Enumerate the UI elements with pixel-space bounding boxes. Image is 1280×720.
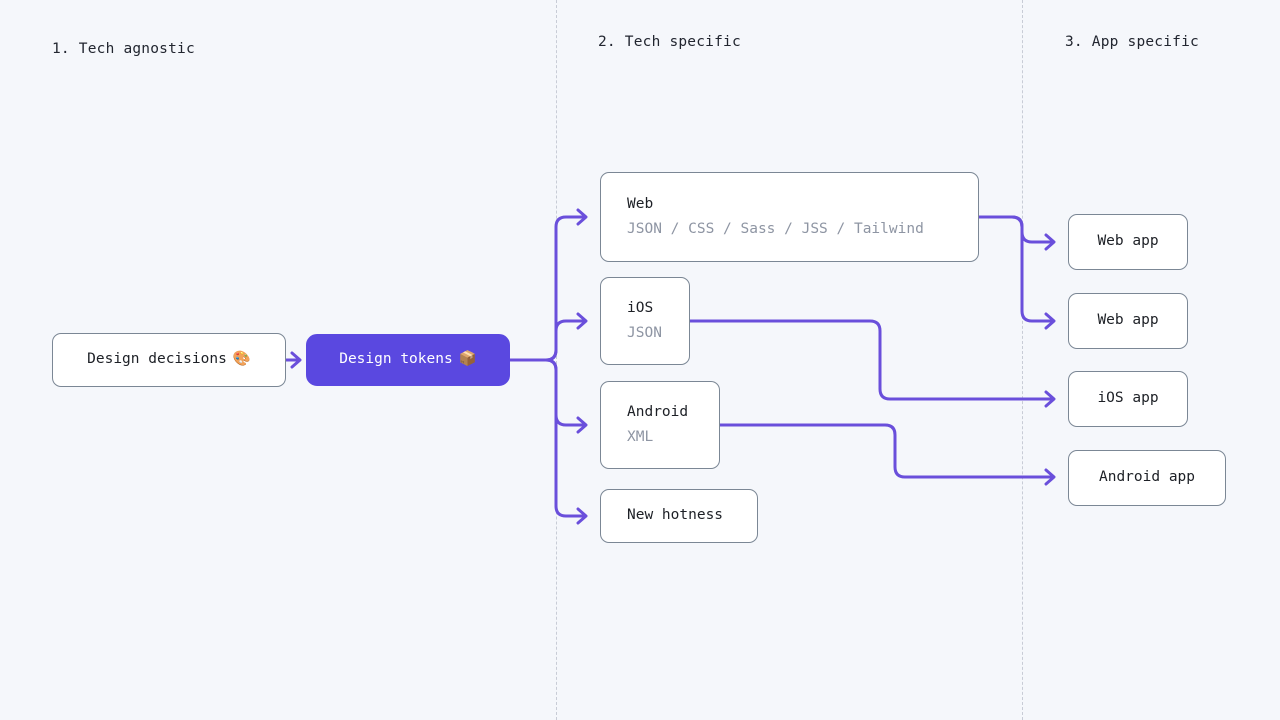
package-emoji: 📦 [458, 351, 477, 368]
node-subtitle-web: JSON / CSS / Sass / JSS / Tailwind [627, 220, 924, 237]
edge-android-to-android-app [718, 423, 1056, 486]
node-title-web-app-2: Web app [1097, 312, 1159, 329]
edge-web-to-web-app-2 [977, 215, 1056, 330]
arrowhead-icon [1044, 233, 1056, 251]
node-title-web-app-1: Web app [1097, 233, 1159, 250]
node-ios[interactable]: iOS JSON [600, 277, 690, 365]
arrowhead-icon [576, 312, 588, 330]
node-android-app[interactable]: Android app [1068, 450, 1226, 506]
node-title-ios: iOS [627, 299, 654, 316]
arrowhead-icon [290, 351, 302, 369]
artist-palette-emoji: 🎨 [232, 351, 251, 368]
node-title-ios-app: iOS app [1097, 390, 1159, 407]
column-title-tech-agnostic: 1. Tech agnostic [52, 41, 195, 57]
edge-design-decisions-to-design-tokens [284, 351, 302, 369]
column-title-app-specific: 3. App specific [1065, 34, 1199, 50]
node-title-design-decisions: Design decisions🎨 [87, 351, 251, 368]
edge-design-tokens-to-ios [509, 312, 588, 362]
node-title-web: Web [627, 195, 654, 212]
node-design-decisions[interactable]: Design decisions🎨 [52, 333, 286, 387]
node-design-tokens[interactable]: Design tokens📦 [306, 334, 510, 386]
node-title-android-app: Android app [1098, 469, 1196, 486]
edge-ios-to-ios-app [688, 319, 1056, 408]
column-title-tech-specific: 2. Tech specific [598, 34, 741, 50]
node-web-app-1[interactable]: Web app [1068, 214, 1188, 270]
arrowhead-icon [1044, 390, 1056, 408]
arrowhead-icon [576, 416, 588, 434]
column-divider-2 [1022, 0, 1023, 720]
arrowhead-icon [576, 507, 588, 525]
node-title-design-tokens: Design tokens📦 [339, 351, 477, 368]
node-subtitle-ios: JSON [627, 324, 662, 341]
edge-design-tokens-to-web [509, 208, 588, 362]
edge-design-tokens-to-new-hotness [509, 358, 588, 525]
node-web-app-2[interactable]: Web app [1068, 293, 1188, 349]
arrowhead-icon [576, 208, 588, 226]
column-divider-1 [556, 0, 557, 720]
node-title-new-hotness: New hotness [627, 507, 724, 524]
node-title-android: Android [627, 403, 689, 420]
arrowhead-icon [1044, 312, 1056, 330]
edge-web-to-web-app-1 [977, 215, 1056, 251]
edge-design-tokens-to-android [509, 358, 588, 434]
node-new-hotness[interactable]: New hotness [600, 489, 758, 543]
node-subtitle-android: XML [627, 428, 654, 445]
node-ios-app[interactable]: iOS app [1068, 371, 1188, 427]
arrowhead-icon [1044, 468, 1056, 486]
